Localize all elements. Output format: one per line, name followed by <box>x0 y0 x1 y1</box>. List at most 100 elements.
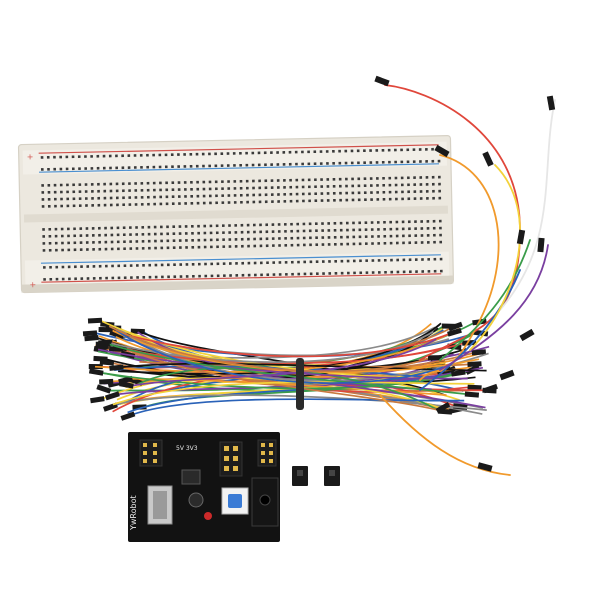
breadboard-hole <box>333 221 337 225</box>
breadboard-hole <box>111 276 115 280</box>
breadboard-hole <box>419 197 423 200</box>
breadboard-hole <box>288 162 292 166</box>
jumper-wire <box>101 372 454 390</box>
breadboard-hole <box>79 241 83 244</box>
breadboard-hole <box>47 204 51 208</box>
breadboard-hole <box>371 271 375 274</box>
breadboard-hole <box>40 156 44 159</box>
breadboard-hole <box>152 181 156 185</box>
breadboard-hole <box>291 272 294 276</box>
long-wire-purple <box>439 244 549 371</box>
breadboard-hole <box>389 234 393 238</box>
breadboard-hole <box>129 226 132 229</box>
breadboard-hole <box>264 163 267 167</box>
breadboard-shadow <box>21 275 454 293</box>
jumper-wire-pin <box>447 321 463 332</box>
breadboard-hole <box>240 230 244 234</box>
breadboard-hole <box>400 160 404 164</box>
jumper-wire-pin <box>132 404 147 410</box>
breadboard-hole <box>135 233 139 236</box>
breadboard-hole <box>346 228 349 232</box>
breadboard-hole <box>91 234 95 237</box>
breadboard-hole <box>160 232 163 236</box>
breadboard-hole <box>215 201 218 205</box>
breadboard-hole <box>333 228 337 232</box>
breadboard-hole <box>413 197 417 200</box>
breadboard-hole <box>314 178 317 182</box>
breadboard-hole <box>178 225 182 228</box>
breadboard-hole <box>414 234 418 237</box>
breadboard-hole <box>302 236 306 240</box>
breadboard-hole <box>147 239 151 243</box>
breadboard-hole <box>408 258 412 262</box>
breadboard-hole <box>401 197 404 201</box>
breadboard-hole <box>406 160 410 164</box>
bottom-rail-blue-line <box>40 254 441 264</box>
breadboard-hole <box>55 265 59 269</box>
breadboard-hole <box>407 190 410 194</box>
breadboard-hole <box>153 188 156 192</box>
breadboard-hole <box>272 261 276 264</box>
breadboard-hole <box>78 204 82 207</box>
breadboard-hole <box>226 164 230 167</box>
jumper-cap-2 <box>324 466 340 486</box>
breadboard-hole <box>122 233 126 237</box>
breadboard-hole <box>414 227 417 230</box>
breadboard-hole <box>99 276 102 280</box>
breadboard-hole <box>382 176 385 180</box>
breadboard-hole <box>233 194 237 197</box>
jumper-wire-pin <box>87 317 103 324</box>
breadboard-hole <box>202 201 206 205</box>
breadboard-hole <box>116 203 119 207</box>
breadboard-hole <box>72 190 76 194</box>
breadboard-hole <box>73 234 77 238</box>
breadboard-hole <box>67 234 70 238</box>
breadboard-hole <box>297 260 300 264</box>
breadboard-hole <box>54 241 58 245</box>
breadboard-hole <box>202 180 206 184</box>
breadboard-hole <box>228 238 232 241</box>
jumper-wire-pin <box>467 384 482 391</box>
breadboard-hole <box>396 258 400 262</box>
breadboard-hole <box>47 167 50 171</box>
breadboard-hole <box>109 189 113 193</box>
breadboard-hole <box>358 221 362 225</box>
breadboard-hole <box>251 151 255 155</box>
breadboard-hole <box>55 248 58 252</box>
breadboard-hole <box>290 236 294 240</box>
center-channel <box>23 205 449 223</box>
breadboard-hole <box>216 245 219 249</box>
breadboard-hole <box>396 270 400 274</box>
jumper-wire-pin <box>467 361 482 367</box>
breadboard-hole <box>115 196 119 200</box>
breadboard-hole <box>431 147 434 151</box>
breadboard-hole <box>439 240 443 244</box>
wire-pin <box>499 369 515 381</box>
breadboard-hole <box>432 226 436 230</box>
breadboard-hole <box>195 152 199 156</box>
breadboard-hole <box>185 263 189 266</box>
breadboard-hole <box>376 221 380 224</box>
breadboard-hole <box>370 198 373 201</box>
breadboard-hole <box>307 150 310 154</box>
breadboard-hole <box>246 193 249 197</box>
breadboard-hole <box>229 274 232 277</box>
breadboard-hole <box>407 220 411 224</box>
breadboard-hole <box>382 197 386 201</box>
breadboard-hole <box>383 234 387 238</box>
breadboard-hole <box>104 233 108 237</box>
breadboard-hole <box>376 198 380 201</box>
breadboard-hole <box>166 239 170 243</box>
breadboard-hole <box>383 241 387 245</box>
breadboard-hole <box>351 177 354 181</box>
breadboard-hole <box>66 197 70 201</box>
breadboard-hole <box>301 162 304 166</box>
breadboard-hole <box>241 244 244 248</box>
breadboard-hole <box>264 193 268 197</box>
breadboard-hole <box>278 244 281 247</box>
breadboard-hole <box>315 243 319 247</box>
breadboard-hole <box>215 231 219 235</box>
breadboard-hole <box>185 239 188 242</box>
breadboard-hole <box>209 201 212 205</box>
breadboard-hole <box>92 248 95 251</box>
